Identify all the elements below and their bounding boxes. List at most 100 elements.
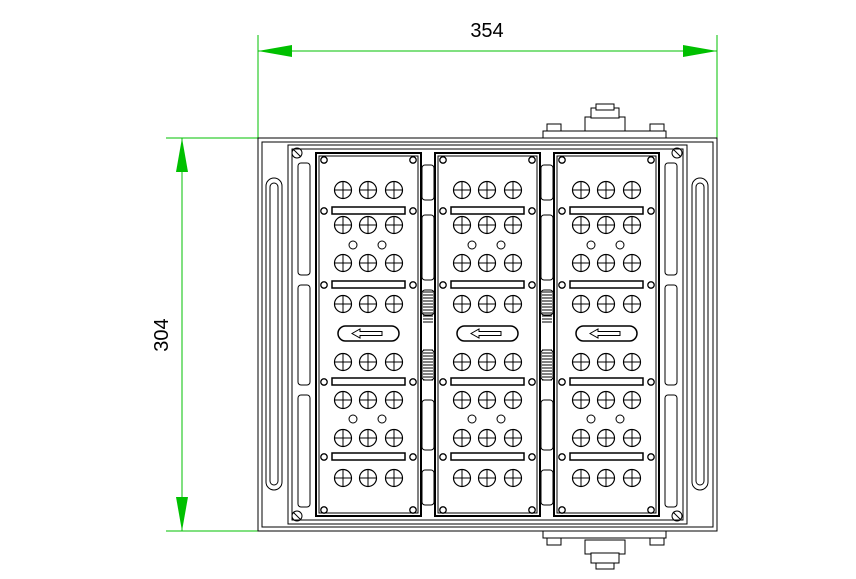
led-lens <box>596 215 616 235</box>
screw <box>320 281 328 289</box>
led-module-1 <box>315 152 422 517</box>
led-lens <box>503 352 523 372</box>
height-label: 304 <box>151 318 173 351</box>
lens-bar <box>331 206 406 215</box>
lens-bar <box>450 206 525 215</box>
led-lens <box>358 468 378 488</box>
mount-hole <box>586 414 596 424</box>
lens-bar <box>331 280 406 289</box>
screw <box>439 378 447 386</box>
screw <box>528 506 536 514</box>
led-lens <box>452 468 472 488</box>
led-lens <box>452 352 472 372</box>
led-lens <box>622 294 642 314</box>
screw <box>558 156 566 164</box>
width-dimension: 354 <box>257 20 718 140</box>
led-lens <box>503 294 523 314</box>
height-dimension: 304 <box>151 137 258 532</box>
screw <box>320 506 328 514</box>
led-lens <box>622 352 642 372</box>
led-lens <box>333 468 353 488</box>
led-lens <box>503 215 523 235</box>
led-lens <box>477 253 497 273</box>
mount-hole <box>615 414 625 424</box>
led-lens <box>452 390 472 410</box>
mount-hole <box>467 414 477 424</box>
screw <box>409 281 417 289</box>
screw <box>647 156 655 164</box>
screw <box>528 453 536 461</box>
led-module-3 <box>553 152 660 517</box>
bottom-bracket <box>542 530 667 570</box>
screw <box>528 156 536 164</box>
fixture-housing <box>257 137 718 532</box>
screw <box>558 506 566 514</box>
led-lens <box>622 253 642 273</box>
mount-hole <box>496 240 506 250</box>
led-lens <box>384 468 404 488</box>
screw <box>439 207 447 215</box>
led-lens <box>452 294 472 314</box>
screw <box>409 378 417 386</box>
lens-bar <box>569 280 644 289</box>
led-lens <box>384 215 404 235</box>
led-modules <box>315 152 660 517</box>
led-lens <box>596 352 616 372</box>
screw <box>558 453 566 461</box>
led-lens <box>571 294 591 314</box>
led-lens <box>503 253 523 273</box>
led-lens <box>358 352 378 372</box>
led-lens <box>503 428 523 448</box>
lens-bar <box>331 377 406 386</box>
led-lens <box>622 428 642 448</box>
screw <box>647 506 655 514</box>
screw <box>647 281 655 289</box>
lens-bar <box>450 377 525 386</box>
screw <box>558 281 566 289</box>
screw <box>528 281 536 289</box>
screw <box>439 156 447 164</box>
lens-bar <box>450 280 525 289</box>
led-lens <box>622 390 642 410</box>
screw <box>320 207 328 215</box>
led-lens <box>333 180 353 200</box>
screw <box>320 453 328 461</box>
mount-hole <box>377 240 387 250</box>
led-lens <box>384 390 404 410</box>
led-lens <box>571 468 591 488</box>
screw <box>320 156 328 164</box>
led-lens <box>596 428 616 448</box>
led-lens <box>596 253 616 273</box>
led-lens <box>571 215 591 235</box>
lens-bar <box>331 452 406 461</box>
led-lens <box>477 390 497 410</box>
led-lens <box>384 352 404 372</box>
screw <box>409 506 417 514</box>
screw <box>439 281 447 289</box>
led-lens <box>358 253 378 273</box>
mount-hole <box>348 414 358 424</box>
screw <box>647 378 655 386</box>
screw <box>528 378 536 386</box>
direction-arrow-icon <box>575 325 638 342</box>
led-lens <box>503 468 523 488</box>
led-lens <box>452 428 472 448</box>
lens-bar <box>569 377 644 386</box>
led-lens <box>622 468 642 488</box>
led-lens <box>477 468 497 488</box>
led-lens <box>358 180 378 200</box>
led-lens <box>333 215 353 235</box>
connector-2 <box>540 164 554 506</box>
led-lens <box>477 180 497 200</box>
mount-hole <box>348 240 358 250</box>
direction-arrow-icon <box>456 325 519 342</box>
led-lens <box>333 390 353 410</box>
led-lens <box>384 428 404 448</box>
led-lens <box>596 294 616 314</box>
led-lens <box>477 352 497 372</box>
led-lens <box>596 180 616 200</box>
mount-hole <box>377 414 387 424</box>
led-lens <box>358 428 378 448</box>
led-lens <box>358 294 378 314</box>
